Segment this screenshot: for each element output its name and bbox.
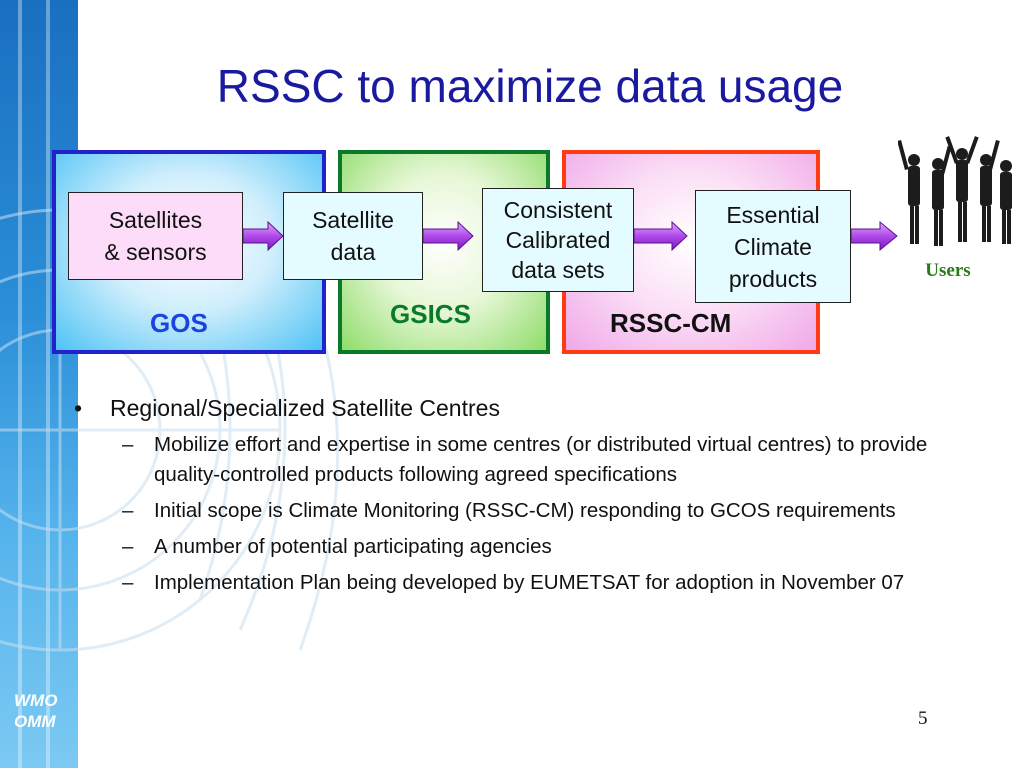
band-stripe: [46, 0, 50, 768]
box-line: Calibrated: [505, 227, 611, 253]
page-number: 5: [918, 708, 928, 729]
person-3: [945, 136, 979, 242]
essential-climate-products-box: Essential Climate products: [695, 190, 851, 303]
box-line: Satellites: [108, 207, 203, 233]
users-photo-icon: [898, 132, 1016, 254]
box-line: data sets: [511, 257, 605, 283]
consistent-calibrated-box: Consistent Calibrated data sets: [482, 188, 634, 292]
logo-line-1: WMO: [14, 691, 58, 710]
sub-bullet-text: Initial scope is Climate Monitoring (RSS…: [154, 499, 896, 522]
bullet-list: • Regional/Specialized Satellite Centres…: [70, 392, 950, 604]
band-stripe: [18, 0, 22, 768]
box-line: data: [330, 239, 376, 265]
box-line: & sensors: [104, 239, 207, 265]
logo-line-2: OMM: [14, 712, 56, 731]
arrow-ecp-to-users: [850, 220, 898, 252]
person-5: [1000, 160, 1012, 244]
bullet-marker: •: [74, 395, 83, 421]
bullet-main: • Regional/Specialized Satellite Centres: [70, 392, 950, 424]
box-line: products: [728, 265, 818, 292]
satellite-data-box: Satellite data: [283, 192, 423, 280]
sub-bullet-text: Implementation Plan being developed by E…: [154, 571, 905, 594]
person-1: [898, 139, 920, 244]
wmo-logo: WMO OMM: [14, 690, 57, 732]
sub-bullet-marker: –: [122, 433, 134, 456]
satellites-sensors-box: Satellites & sensors: [68, 192, 243, 280]
person-2: [932, 145, 952, 246]
box-line: Consistent: [503, 197, 613, 223]
sub-bullet: – Implementation Plan being developed by…: [70, 568, 950, 598]
sub-bullet-text: Mobilize effort and expertise in some ce…: [154, 433, 928, 486]
left-decorative-band: [0, 0, 78, 768]
sub-bullet-marker: –: [122, 499, 134, 522]
box-line: Essential: [726, 201, 820, 228]
gsics-label: GSICS: [390, 299, 471, 329]
person-4: [980, 139, 1000, 242]
box-line: Satellite: [312, 207, 394, 233]
sub-bullet: – Mobilize effort and expertise in some …: [70, 430, 950, 490]
box-line: Climate: [734, 233, 812, 260]
rssc-cm-label: RSSC-CM: [610, 308, 732, 338]
sub-bullet: – A number of potential participating ag…: [70, 532, 950, 562]
bullet-main-text: Regional/Specialized Satellite Centres: [110, 395, 500, 421]
sub-bullet: – Initial scope is Climate Monitoring (R…: [70, 496, 950, 526]
slide-title: RSSC to maximize data usage: [216, 60, 844, 112]
sub-bullet-text: A number of potential participating agen…: [154, 535, 552, 558]
sub-bullet-marker: –: [122, 571, 134, 594]
users-label: Users: [925, 260, 971, 281]
gos-label: GOS: [150, 308, 208, 338]
sub-bullet-marker: –: [122, 535, 134, 558]
